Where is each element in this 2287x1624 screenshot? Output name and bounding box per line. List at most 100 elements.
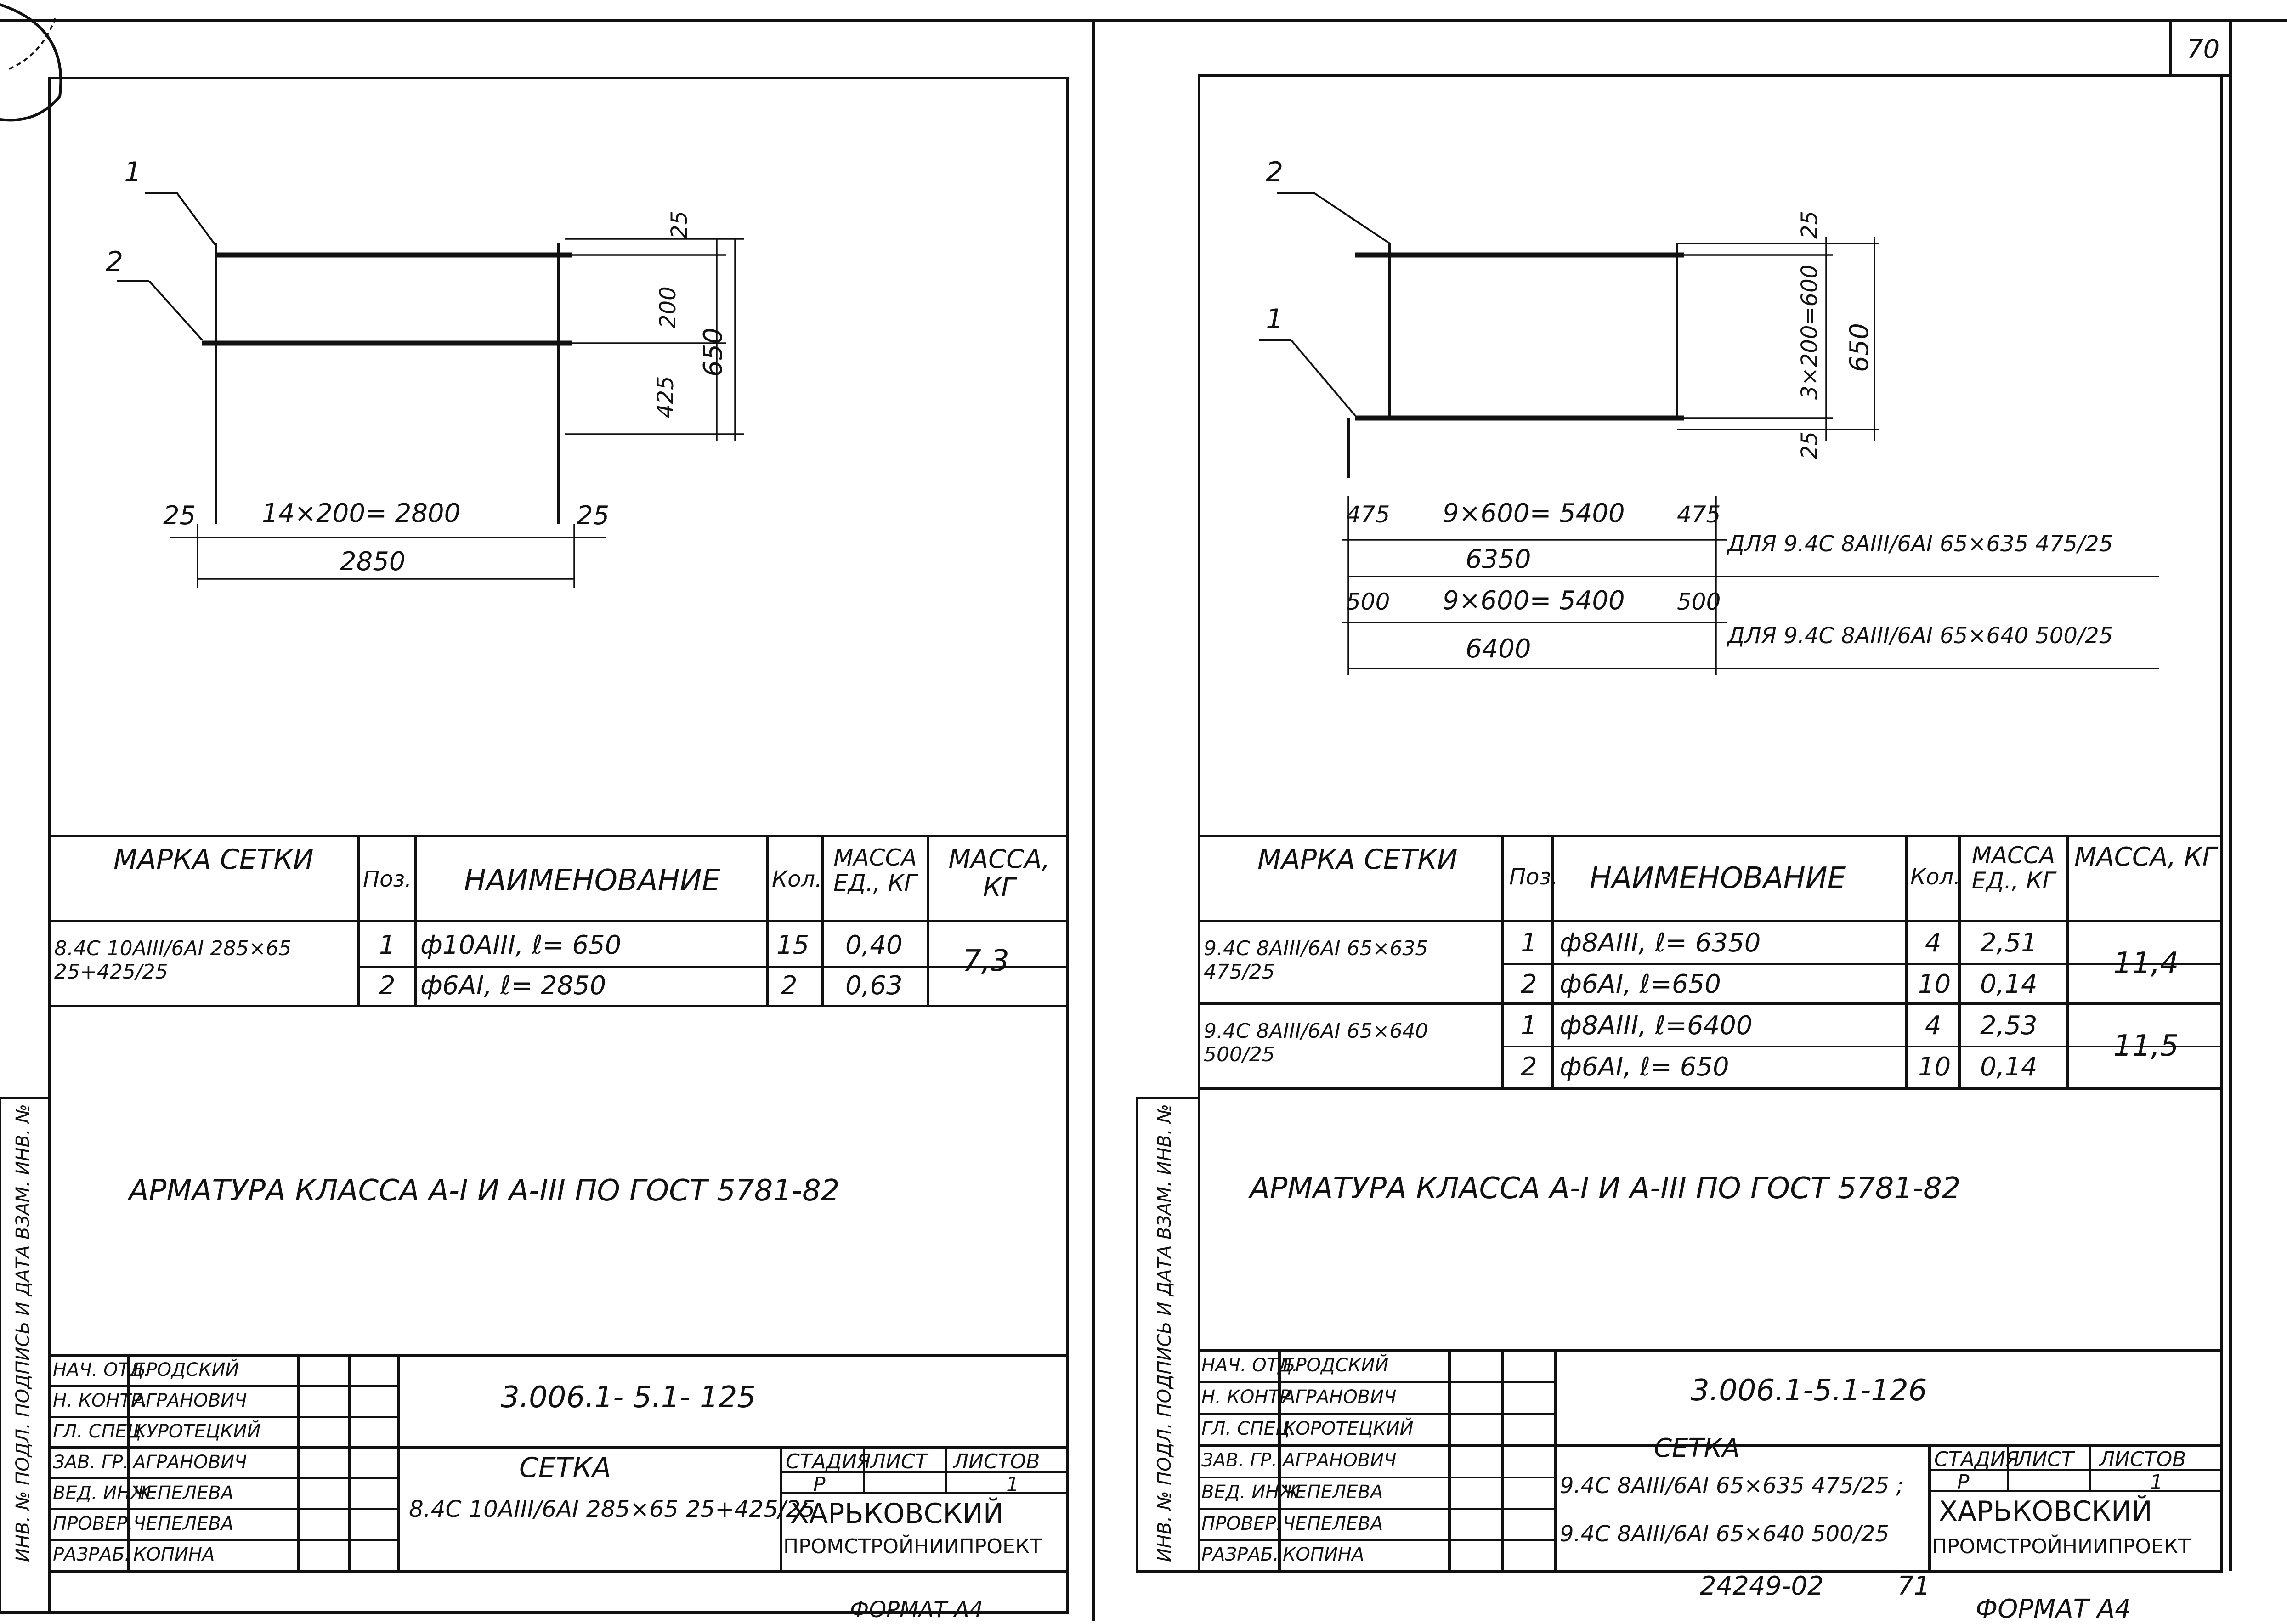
sheets-label: ЛИСТОВ [953, 1450, 1040, 1473]
row-b-mass: 11,5 [2113, 1029, 2179, 1063]
sig-role: Н. КОНТР. [53, 1390, 148, 1411]
sig-role: НАЧ. ОТД. [1201, 1355, 1298, 1376]
sig-role: РАЗРАБ. [1201, 1544, 1279, 1565]
header-mass: МАССА, КГ [948, 844, 1050, 903]
doc-code: 3.006.1- 5.1- 125 [501, 1381, 756, 1415]
row-a2-pos: 2 [1521, 969, 1537, 999]
sig-name: АГРАНОВИЧ [133, 1390, 247, 1411]
dim-r1-right: 475 [1677, 501, 1721, 528]
row-2-unit-mass: 0,63 [845, 971, 903, 1001]
sig-role: РАЗРАБ. [53, 1544, 130, 1565]
sig-role: ЗАВ. ГР. [1201, 1450, 1277, 1471]
row-a1-pos: 1 [1521, 928, 1537, 958]
sig-name: КОРОТЕЦКИЙ [1283, 1418, 1414, 1439]
row-mass: 7,3 [962, 944, 1009, 978]
dim-mid: 200 [655, 286, 681, 328]
sheets-label: ЛИСТОВ [2100, 1448, 2186, 1471]
callout-1: 1 [1266, 303, 1284, 335]
row-2-qty: 2 [781, 971, 798, 1001]
sheet-title: СЕТКА [1654, 1433, 1740, 1463]
row-a1-unit-mass: 2,51 [1980, 928, 2038, 958]
dim-r1-label: ДЛЯ 9.4С 8АIII/6АI 65×635 475/25 [1727, 531, 2113, 557]
header-unit-mass: МАССА ЕД., КГ [1971, 842, 2055, 894]
row-2-pos: 2 [379, 971, 396, 1001]
sig-role: НАЧ. ОТД. [53, 1359, 150, 1381]
sig-role: ВЕД. ИНЖ. [1201, 1482, 1305, 1503]
page-number: 70 [2187, 34, 2220, 64]
sig-role: ПРОВЕР. [53, 1513, 134, 1534]
header-mass: МАССА, КГ [2074, 842, 2217, 872]
side-stamp-left: ИНВ. № ПОДЛ. ПОДПИСЬ И ДАТА ВЗАМ. ИНВ. № [12, 1103, 34, 1562]
left-sheet-frame [0, 77, 1069, 1614]
stage-label: СТАДИЯ [786, 1450, 871, 1473]
row-b1-name: ф8АIII, ℓ=6400 [1560, 1011, 1753, 1041]
sheet-title-mark: 8.4С 10АIII/6АI 285×65 25+425/25 [409, 1496, 815, 1522]
dim-mid: 3×200=600 [1797, 264, 1823, 400]
sheets-value: 1 [1006, 1473, 1019, 1496]
sig-role: ГЛ. СПЕЦ. [53, 1421, 147, 1442]
row-a-mark: 9.4С 8АIII/6АI 65×635 475/25 [1204, 937, 1428, 984]
sheet-label: ЛИСТ [871, 1450, 928, 1473]
left-mesh-sketch [117, 192, 744, 588]
row-mark: 8.4С 10АIII/6АI 285×65 25+425/25 [54, 937, 292, 984]
stage-value: Р [1957, 1471, 1970, 1494]
side-stamp-right: ИНВ. № ПОДЛ. ПОДПИСЬ И ДАТА ВЗАМ. ИНВ. № [1154, 1103, 1175, 1562]
dim-bottom: 25 [1797, 431, 1823, 459]
sig-name: ЧЕПЕЛЕВА [1283, 1482, 1383, 1503]
format-label: ФОРМАТ А4 [850, 1597, 984, 1623]
row-2-name: ф6АI, ℓ= 2850 [420, 971, 606, 1001]
header-name: НАИМЕНОВАНИЕ [464, 864, 721, 898]
dim-span: 14×200= 2800 [262, 498, 461, 528]
header-mark: МАРКА СЕТКИ [1257, 843, 1458, 876]
row-a-mass: 11,4 [2113, 946, 2179, 980]
row-1-name: ф10АIII, ℓ= 650 [420, 930, 622, 960]
dim-height: 650 [698, 328, 728, 377]
right-sheet-frame [1136, 21, 2232, 1573]
header-qty: Кол. [772, 866, 822, 892]
sheet-label: ЛИСТ [2017, 1448, 2074, 1471]
extra-number: 71 [1897, 1571, 1930, 1601]
row-b2-pos: 2 [1521, 1052, 1537, 1082]
org-line-2: ПРОМСТРОЙНИИПРОЕКТ [783, 1535, 1042, 1558]
right-mesh-sketch [1259, 192, 2159, 675]
reinforcement-note: АРМАТУРА КЛАССА А-I И А-III ПО ГОСТ 5781… [1250, 1171, 1961, 1205]
row-b1-unit-mass: 2,53 [1980, 1011, 2038, 1041]
row-a2-name: ф6АI, ℓ=650 [1560, 969, 1721, 999]
row-a2-unit-mass: 0,14 [1980, 969, 2038, 999]
row-b2-unit-mass: 0,14 [1980, 1052, 2038, 1082]
format-label: ФОРМАТ А4 [1976, 1594, 2131, 1624]
callout-2: 2 [1266, 156, 1284, 188]
dim-height: 650 [1845, 323, 1874, 372]
sig-role: ЗАВ. ГР. [53, 1452, 129, 1473]
header-mark: МАРКА СЕТКИ [113, 843, 314, 876]
reinforcement-note: АРМАТУРА КЛАССА А-I И А-III ПО ГОСТ 5781… [129, 1174, 840, 1208]
dim-r1-left: 475 [1346, 501, 1390, 528]
sig-name: КУРОТЕЦКИЙ [133, 1421, 261, 1442]
row-a2-qty: 10 [1918, 969, 1951, 999]
archive-number: 24249-02 [1700, 1571, 1824, 1601]
sig-name: КОПИНА [133, 1544, 215, 1565]
row-b2-name: ф6АI, ℓ= 650 [1560, 1052, 1729, 1082]
callout-2: 2 [106, 246, 124, 278]
header-name: НАИМЕНОВАНИЕ [1590, 861, 1846, 895]
doc-code: 3.006.1-5.1-126 [1691, 1374, 1927, 1408]
sig-name: ЧЕПЕЛЕВА [1283, 1513, 1383, 1534]
dim-r2-total: 6400 [1466, 634, 1531, 664]
sheet-title: СЕТКА [519, 1452, 611, 1484]
org-line-2: ПРОМСТРОЙНИИПРОЕКТ [1932, 1535, 2191, 1558]
sig-name: БРОДСКИЙ [133, 1359, 239, 1381]
sig-role: ГЛ. СПЕЦ. [1201, 1418, 1296, 1439]
row-a1-name: ф8АIII, ℓ= 6350 [1560, 928, 1761, 958]
sig-name: АГРАНОВИЧ [133, 1452, 247, 1473]
row-1-pos: 1 [379, 930, 396, 960]
header-pos: Поз. [1509, 864, 1558, 890]
dim-r2-span: 9×600= 5400 [1443, 586, 1625, 616]
dim-top: 25 [667, 210, 692, 239]
org-line-1: ХАРЬКОВСКИЙ [790, 1498, 1004, 1530]
row-b2-qty: 10 [1918, 1052, 1951, 1082]
sig-name: ЧЕПЕЛЕВА [133, 1513, 234, 1534]
sheet-title-mark-2: 9.4С 8АIII/6АI 65×640 500/25 [1560, 1521, 1889, 1547]
row-b1-qty: 4 [1925, 1011, 1942, 1041]
sig-name: БРОДСКИЙ [1283, 1355, 1389, 1376]
